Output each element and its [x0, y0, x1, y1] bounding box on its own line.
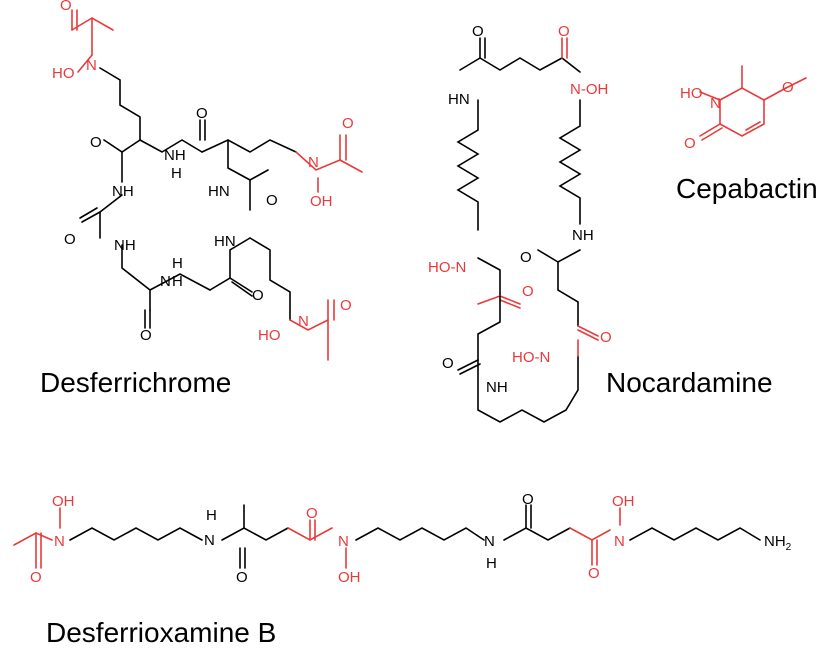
atom-n: N	[298, 313, 309, 330]
desferrichrome-hydroxamate-3: N O HO	[258, 297, 352, 361]
atom-ho-n: HO-N	[512, 349, 550, 366]
atom-o: O	[252, 287, 264, 304]
atom-nh: NH	[164, 147, 186, 164]
atom-h: H	[172, 255, 183, 272]
atom-nh2: NH2	[764, 533, 792, 553]
atom-hn: HN	[448, 91, 470, 108]
desferrioxamine-b-name: Desferrioxamine B	[46, 617, 276, 648]
atom-hn: HN	[208, 183, 230, 200]
atom-n: N	[338, 533, 349, 550]
atom-ho: HO	[680, 85, 703, 102]
atom-o: O	[30, 569, 42, 586]
atom-h: H	[171, 165, 182, 182]
atom-n: N	[160, 273, 171, 290]
atom-o: O	[600, 329, 612, 346]
atom-o: O	[90, 134, 102, 151]
desferrichrome-hydroxamate-2: O N OH	[295, 115, 363, 210]
nocardamine-structure: O O HN N-OH NH HO-N O O O O HO-N NH Noca…	[428, 23, 773, 423]
atom-o: O	[64, 231, 76, 248]
atom-o: O	[196, 105, 208, 122]
atom-ho-n: HO-N	[428, 259, 466, 276]
desferrichrome-name: Desferrichrome	[40, 367, 231, 398]
desferrichrome-structure: O N HO	[40, 0, 363, 398]
atom-o: O	[60, 0, 72, 14]
atom-h: H	[206, 507, 217, 524]
atom-n: N	[54, 533, 65, 550]
atom-o: O	[588, 565, 600, 582]
cepabactin-structure: HO N O O Cepabactin	[676, 65, 818, 204]
nocardamine-name: Nocardamine	[606, 367, 773, 398]
atom-n: N	[86, 57, 97, 74]
atom-n: N	[308, 154, 319, 171]
cepabactin-name: Cepabactin	[676, 173, 818, 204]
atom-o: O	[266, 192, 278, 209]
atom-n: N	[484, 533, 495, 550]
atom-h: H	[486, 555, 497, 572]
atom-ho: HO	[52, 65, 75, 82]
atom-oh: OH	[612, 493, 635, 510]
desferrichrome-hydroxamate-1: O N HO	[52, 0, 114, 82]
atom-o: O	[442, 355, 454, 372]
atom-o: O	[520, 249, 532, 266]
atom-o: O	[522, 283, 534, 300]
desferrichrome-backbone	[79, 67, 297, 329]
atom-n: N	[204, 532, 215, 549]
atom-o: O	[522, 491, 534, 508]
atom-nh: NH	[114, 237, 136, 254]
atom-hn: HN	[214, 233, 236, 250]
atom-o: O	[472, 23, 484, 40]
atom-oh: OH	[52, 493, 75, 510]
atom-oh: OH	[310, 193, 333, 210]
atom-o: O	[782, 79, 794, 96]
atom-nh: NH	[112, 183, 134, 200]
atom-o: O	[558, 23, 570, 40]
atom-h: H	[172, 273, 183, 290]
desferrioxamine-b-structure: OH N O H N O O N OH N H O O OH N NH2 Des…	[13, 491, 792, 648]
atom-nh: NH	[572, 227, 594, 244]
atom-o: O	[342, 115, 354, 132]
atom-nh: NH	[486, 379, 508, 396]
atom-o: O	[140, 327, 152, 344]
atom-o: O	[236, 569, 248, 586]
atom-o: O	[306, 505, 318, 522]
atom-o: O	[340, 297, 352, 314]
atom-oh: OH	[338, 569, 361, 586]
atom-n: N	[614, 533, 625, 550]
atom-ho: HO	[258, 327, 281, 344]
atom-n-oh: N-OH	[570, 81, 608, 98]
atom-o: O	[684, 135, 696, 152]
atom-n: N	[710, 95, 721, 112]
